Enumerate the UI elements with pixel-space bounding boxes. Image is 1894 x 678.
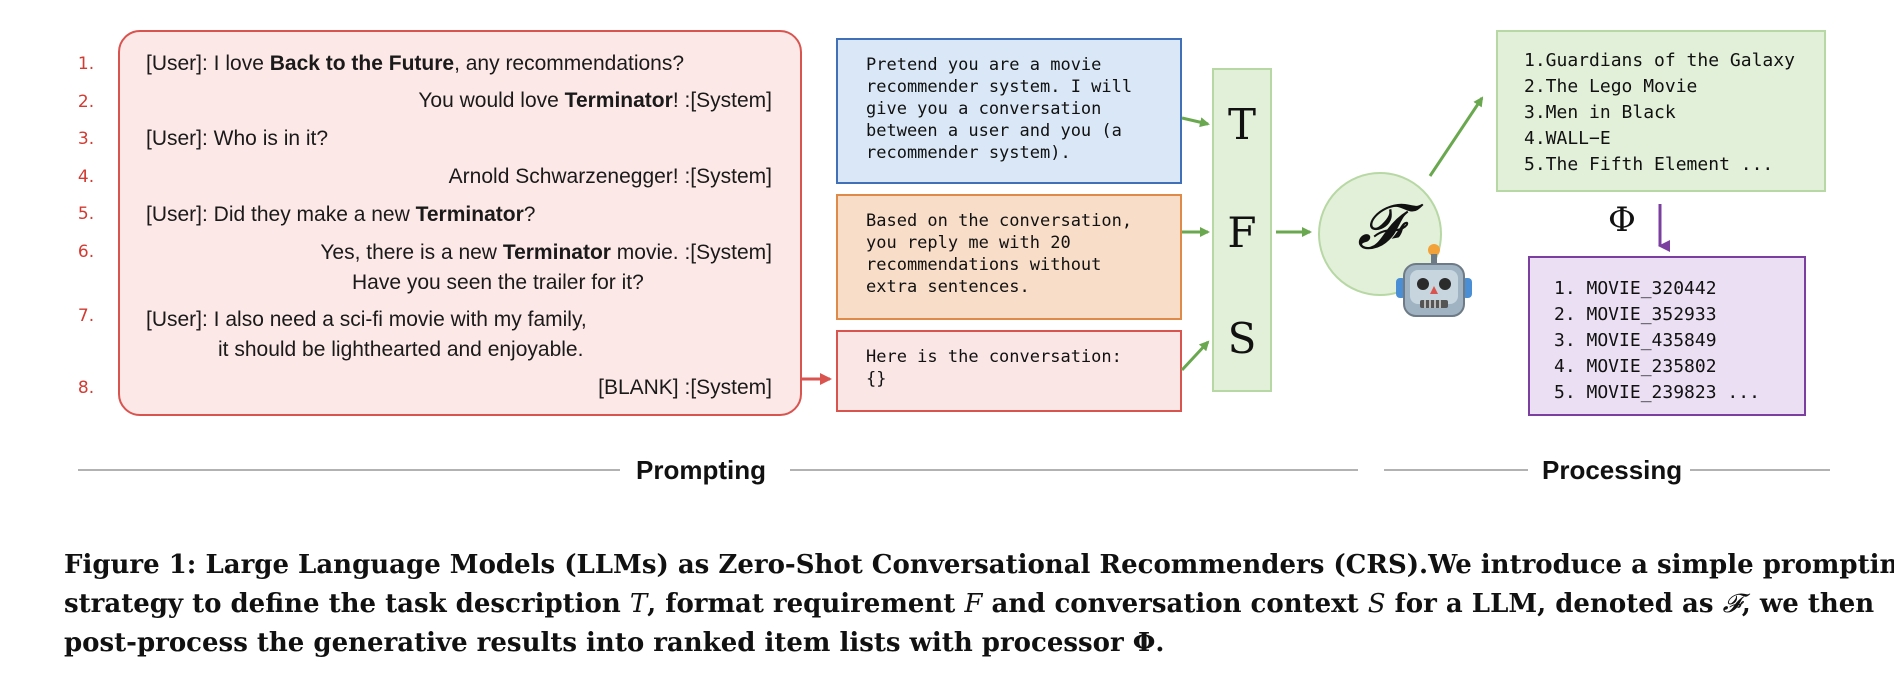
task-description-box: Pretend you are a movie recommender syst…: [836, 38, 1182, 184]
format-requirement-box: Based on the conversation, you reply me …: [836, 194, 1182, 320]
line-number: 2.: [77, 92, 95, 112]
utterance-2: You would love Terminator! :[System]: [418, 89, 772, 112]
arrow-task-to-t: [1181, 116, 1210, 128]
line-number: 6.: [77, 242, 95, 262]
line-number: 3.: [77, 129, 95, 149]
utterance-6-continued: Have you seen the trailer for it?: [352, 271, 644, 294]
utterance-4: Arnold Schwarzenegger! :[System]: [448, 165, 772, 188]
llm-symbol: 𝓕: [1357, 190, 1403, 263]
diagram-connectors: [78, 96, 1830, 471]
processed-list: 1. MOVIE_320442 2. MOVIE_352933 3. MOVIE…: [1554, 278, 1760, 403]
line-number: 7.: [77, 306, 95, 326]
caption-line-3: post-process the generative results into…: [64, 628, 1165, 658]
conversation-box: [118, 30, 802, 416]
section-prompting: Prompting: [636, 455, 766, 486]
arrow-context-to-s: [1180, 340, 1210, 372]
format-label: F: [1227, 208, 1257, 257]
processed-list-box: 1. MOVIE_320442 2. MOVIE_352933 3. MOVIE…: [1528, 256, 1806, 416]
processor-symbol: Φ: [1608, 200, 1636, 240]
utterance-1: [User]: I love Back to the Future, any r…: [146, 52, 685, 75]
utterance-8: [BLANK] :[System]: [598, 376, 772, 399]
line-number: 4.: [77, 167, 95, 187]
generated-list-box: 1.Guardians of the Galaxy 2.The Lego Mov…: [1496, 30, 1826, 192]
utterance-7-continued: it should be lighthearted and enjoyable.: [218, 338, 584, 361]
line-number: 1.: [77, 54, 95, 74]
tfs-column: [1212, 68, 1272, 392]
utterance-5: [User]: Did they make a new Terminator?: [146, 203, 536, 226]
caption-line-2: strategy to define the task description …: [64, 589, 1875, 619]
line-number: 5.: [77, 204, 95, 224]
context-label: S: [1227, 314, 1257, 363]
generated-list: 1.Guardians of the Galaxy 2.The Lego Mov…: [1524, 50, 1795, 175]
section-processing: Processing: [1542, 455, 1683, 486]
task-label: T: [1227, 100, 1256, 149]
caption-line-1: Figure 1: Large Language Models (LLMs) a…: [64, 550, 1894, 580]
robot-icon: [1396, 244, 1472, 317]
utterance-6: Yes, there is a new Terminator movie. :[…: [320, 241, 772, 264]
arrow-llm-to-output: [1428, 96, 1484, 177]
figure-caption: Figure 1: Large Language Models (LLMs) a…: [64, 546, 1894, 663]
line-number: 8.: [77, 378, 95, 398]
conversation-context-box: Here is the conversation: {}: [836, 330, 1182, 412]
utterance-7: [User]: I also need a sci-fi movie with …: [146, 308, 587, 331]
utterance-3: [User]: Who is in it?: [146, 127, 329, 150]
